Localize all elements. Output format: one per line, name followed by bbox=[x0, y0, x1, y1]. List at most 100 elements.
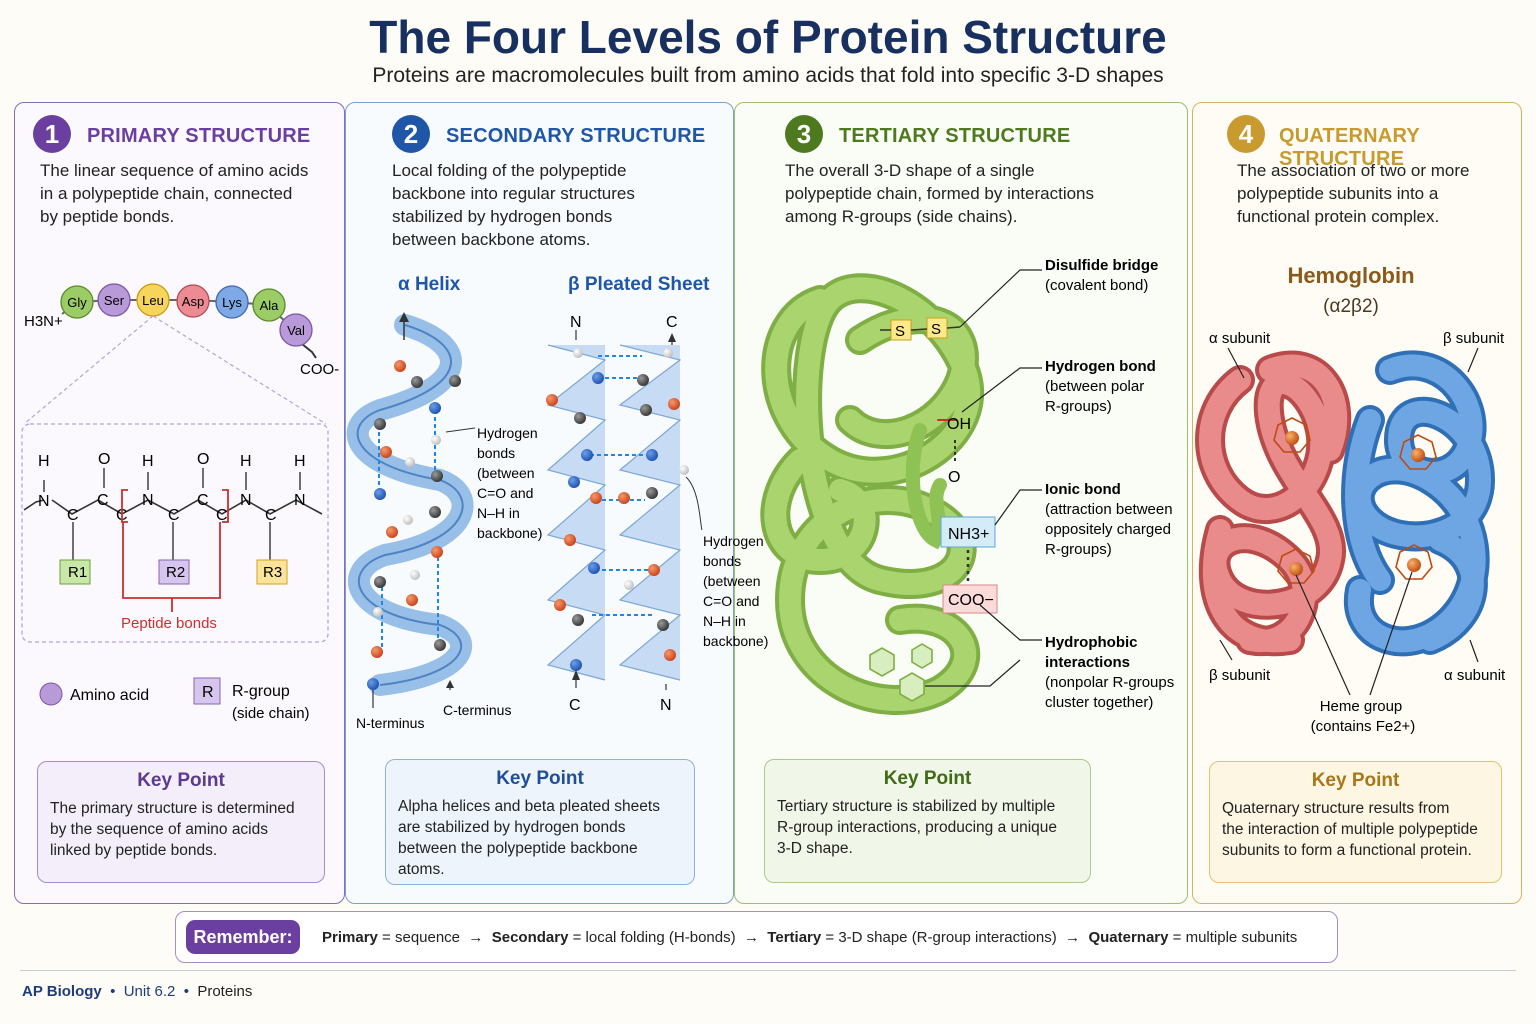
peptide-backbone: N H C C O C N H C C O C N H C N H bbox=[23, 451, 323, 560]
svg-text:N: N bbox=[240, 492, 252, 509]
page-title: The Four Levels of Protein Structure bbox=[369, 11, 1167, 63]
amino-acid-chain: H3N+ COO- Gly Ser Leu Asp Lys Ala Val bbox=[24, 283, 339, 378]
svg-text:C: C bbox=[265, 507, 277, 524]
page-subtitle: Proteins are macromolecules built from a… bbox=[372, 64, 1164, 87]
secondary-key-point: Key Point Alpha helices and beta pleated… bbox=[385, 759, 695, 885]
disulfide-bridge: S S bbox=[880, 317, 961, 341]
svg-text:Hydrogen: Hydrogen bbox=[703, 533, 764, 549]
primary-legend: Amino acid R R-group (side chain) bbox=[39, 677, 310, 722]
step-number-2: 2 bbox=[392, 115, 430, 153]
svg-text:bonds: bonds bbox=[703, 553, 741, 569]
svg-text:oppositely charged: oppositely charged bbox=[1045, 521, 1171, 538]
svg-text:Ionic bond: Ionic bond bbox=[1045, 481, 1121, 498]
tertiary-title: TERTIARY STRUCTURE bbox=[839, 125, 1071, 147]
svg-text:N: N bbox=[294, 492, 306, 509]
svg-text:S: S bbox=[895, 323, 905, 340]
step-number-1: 1 bbox=[33, 115, 71, 153]
heme-label: Heme group bbox=[1320, 698, 1403, 715]
primary-title: PRIMARY STRUCTURE bbox=[87, 125, 311, 147]
svg-text:C=O and: C=O and bbox=[477, 485, 533, 501]
step-number-4: 4 bbox=[1227, 115, 1265, 153]
footer-topic: Proteins bbox=[197, 983, 253, 1000]
svg-text:C=O and: C=O and bbox=[703, 593, 759, 609]
n-terminus-helix: N-terminus bbox=[356, 715, 424, 731]
ionic-bond: NH3+ COO− bbox=[940, 516, 998, 614]
peptide-bond-brackets bbox=[121, 489, 229, 612]
svg-text:O: O bbox=[98, 451, 110, 468]
svg-text:(attraction between: (attraction between bbox=[1045, 501, 1173, 518]
step-number-3: 3 bbox=[785, 115, 823, 153]
oxygen-label: O bbox=[948, 469, 960, 486]
hydrophobic-cluster bbox=[869, 643, 933, 702]
tertiary-key-point: Key Point Tertiary structure is stabiliz… bbox=[764, 759, 1091, 883]
svg-text:backbone): backbone) bbox=[477, 525, 542, 541]
quaternary-title: QUATERNARY STRUCTURE bbox=[1279, 125, 1420, 170]
c-terminus-label: COO- bbox=[300, 361, 339, 378]
svg-text:R-groups): R-groups) bbox=[1045, 541, 1112, 558]
svg-text:(between: (between bbox=[703, 573, 761, 589]
peptide-bonds-label: Peptide bonds bbox=[121, 615, 217, 632]
c-terminus-helix: C-terminus bbox=[443, 702, 511, 718]
svg-text:O: O bbox=[197, 451, 209, 468]
svg-text:Hydrophobic: Hydrophobic bbox=[1045, 634, 1138, 651]
svg-text:Amino acid: Amino acid bbox=[70, 687, 149, 704]
svg-text:cluster together): cluster together) bbox=[1045, 694, 1153, 711]
subunit-labels: α subunit β subunit β subunit α subunit bbox=[1209, 330, 1506, 684]
svg-text:α subunit: α subunit bbox=[1444, 667, 1506, 684]
svg-text:Lys: Lys bbox=[222, 295, 242, 310]
ammonium-label: NH3+ bbox=[948, 526, 989, 543]
remember-summary-bar: Remember: Primary = sequence → Secondary… bbox=[175, 911, 1338, 963]
hemoglobin-formula: (α2β2) bbox=[1323, 296, 1379, 317]
primary-structure-panel: 1 PRIMARY STRUCTURE The linear sequence … bbox=[14, 102, 345, 904]
secondary-title: SECONDARY STRUCTURE bbox=[446, 125, 706, 147]
svg-text:R2: R2 bbox=[166, 564, 185, 581]
svg-text:N–H in: N–H in bbox=[703, 613, 746, 629]
svg-text:R-group: R-group bbox=[232, 683, 290, 700]
svg-text:(between: (between bbox=[477, 465, 535, 481]
beta-sheet-title: β Pleated Sheet bbox=[568, 274, 710, 295]
svg-text:β subunit: β subunit bbox=[1443, 330, 1505, 347]
remember-badge: Remember: bbox=[186, 920, 300, 954]
beta-pleated-sheet: N C C N Hydrogen bonds (between C=O and … bbox=[546, 314, 768, 714]
svg-text:H: H bbox=[240, 453, 252, 470]
quaternary-key-point: Key Point Quaternary structure results f… bbox=[1209, 761, 1502, 883]
svg-text:(between polar: (between polar bbox=[1045, 378, 1144, 395]
svg-text:N: N bbox=[142, 492, 154, 509]
svg-text:interactions: interactions bbox=[1045, 654, 1130, 671]
tertiary-fold bbox=[760, 273, 985, 715]
svg-text:R-groups): R-groups) bbox=[1045, 398, 1112, 415]
footer-course: AP Biology bbox=[22, 983, 102, 1000]
svg-text:R: R bbox=[202, 684, 214, 701]
footer-unit: Unit 6.2 bbox=[123, 983, 176, 1000]
heme-sub-label: (contains Fe2+) bbox=[1311, 718, 1416, 735]
amino-acid-ser: Ser bbox=[97, 283, 131, 317]
svg-text:Ala: Ala bbox=[260, 298, 280, 313]
alpha-helix: Hydrogen bonds (between C=O and N–H in b… bbox=[346, 312, 542, 731]
hemoglobin-name: Hemoglobin bbox=[1287, 263, 1414, 288]
n-terminus-label: H3N+ bbox=[24, 313, 63, 330]
helix-hbond-label: Hydrogen bonds (between C=O and N–H in b… bbox=[477, 425, 542, 541]
sheet-end-top-right: C bbox=[666, 314, 678, 331]
amino-acid-val: Val bbox=[279, 313, 313, 347]
carboxylate-label: COO− bbox=[948, 592, 994, 609]
svg-text:(nonpolar R-groups: (nonpolar R-groups bbox=[1045, 674, 1174, 691]
quaternary-callout-lines bbox=[1219, 347, 1479, 696]
svg-text:backbone): backbone) bbox=[703, 633, 768, 649]
svg-text:H: H bbox=[38, 453, 50, 470]
svg-text:Asp: Asp bbox=[182, 294, 204, 309]
svg-text:Gly: Gly bbox=[67, 295, 87, 310]
amino-acid-leu: Leu bbox=[136, 283, 170, 317]
footer: AP Biology • Unit 6.2 • Proteins bbox=[22, 983, 253, 1000]
tertiary-callout-lines bbox=[925, 269, 1042, 687]
svg-text:R3: R3 bbox=[263, 564, 282, 581]
svg-text:α subunit: α subunit bbox=[1209, 330, 1271, 347]
tertiary-interaction-labels: Disulfide bridge (covalent bond) Hydroge… bbox=[1045, 257, 1174, 711]
hemoglobin-complex bbox=[1195, 350, 1496, 657]
svg-text:Val: Val bbox=[287, 323, 305, 338]
footer-divider bbox=[20, 970, 1516, 971]
